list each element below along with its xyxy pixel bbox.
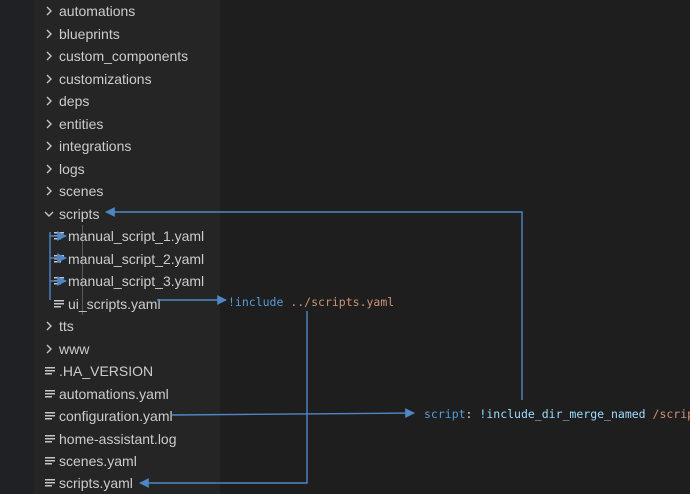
tree-item-label: www — [59, 340, 90, 357]
tree-item-label: manual_script_2.yaml — [68, 250, 205, 267]
tree-item-automations[interactable]: automations — [34, 0, 220, 22]
tree-item-label: blueprints — [59, 25, 120, 42]
include-path: ../scripts.yaml — [290, 295, 395, 309]
merge-annotation: script: !include_dir_merge_named /script… — [424, 407, 690, 421]
tree-item-configuration-yaml[interactable]: configuration.yaml — [34, 405, 220, 427]
merge-keyword: !include_dir_merge_named — [479, 407, 646, 421]
file-lines-icon — [45, 457, 55, 465]
chevron-down-icon — [44, 211, 54, 217]
tree-item-label: entities — [59, 115, 104, 132]
tree-item-label: scripts.yaml — [59, 475, 133, 491]
arrow-include-scripts-yaml — [139, 311, 308, 488]
tree-item-ha-version[interactable]: .HA_VERSION — [34, 360, 220, 382]
chevron-right-icon — [46, 321, 52, 331]
indent-guide — [82, 225, 83, 315]
include-annotation: !include ../scripts.yaml — [228, 295, 394, 309]
tree-item-label: tts — [59, 318, 74, 334]
chevron-right-icon — [46, 164, 52, 173]
file-lines-icon — [45, 434, 55, 442]
tree-item-tts[interactable]: tts — [34, 315, 220, 337]
chevron-right-icon — [46, 141, 52, 151]
tree-item-label: scenes.yaml — [59, 453, 137, 469]
tree-item-label: manual_script_3.yaml — [68, 273, 205, 289]
merge-path: /scripts — [652, 407, 690, 421]
tree-item-label: scripts — [59, 205, 100, 222]
arrow-configuration-merge — [171, 408, 415, 418]
tree-item-automations-yaml[interactable]: automations.yaml — [34, 383, 220, 405]
tree-item-label: logs — [59, 160, 85, 177]
file-lines-icon — [54, 299, 64, 307]
chevron-right-icon — [46, 96, 52, 106]
tree-item-ui-scripts[interactable]: ui_scripts.yaml — [34, 293, 220, 315]
tree-item-label: home-assistant.log — [59, 430, 177, 447]
file-lines-icon — [45, 479, 55, 487]
chevron-right-icon — [46, 6, 52, 16]
tree-item-custom-components[interactable]: custom_components — [34, 45, 220, 67]
tree-item-label: custom_components — [59, 48, 189, 64]
file-lines-icon — [45, 412, 55, 420]
tree-item-scripts-yaml[interactable]: scripts.yaml — [34, 472, 220, 494]
tree-item-logs[interactable]: logs — [34, 158, 220, 180]
chevron-right-icon — [46, 119, 52, 128]
chevron-right-icon — [46, 51, 52, 61]
tree-item-label: scenes — [59, 183, 104, 199]
tree-item-label: customizations — [59, 70, 152, 87]
merge-key: script — [424, 407, 466, 421]
file-explorer: automations blueprints custom_components… — [34, 0, 220, 494]
tree-item-deps[interactable]: deps — [34, 90, 220, 112]
file-lines-icon — [45, 367, 55, 375]
chevron-right-icon — [46, 186, 52, 196]
tree-item-label: manual_script_1.yaml — [68, 228, 205, 244]
chevron-right-icon — [46, 74, 52, 83]
tree-item-integrations[interactable]: integrations — [34, 135, 220, 157]
chevron-right-icon — [46, 29, 52, 38]
tree-item-entities[interactable]: entities — [34, 113, 220, 135]
activity-bar — [0, 0, 34, 494]
tree-item-customizations[interactable]: customizations — [34, 68, 220, 90]
include-keyword: !include — [228, 295, 284, 309]
tree-item-www[interactable]: www — [34, 338, 220, 360]
merge-colon: : — [465, 407, 473, 421]
chevron-right-icon — [46, 344, 52, 353]
tree-item-label: deps — [59, 93, 90, 109]
arrow-merge-scripts-folder — [105, 207, 523, 400]
tree-item-label: automations.yaml — [59, 385, 169, 402]
tree-item-scenes-yaml[interactable]: scenes.yaml — [34, 450, 220, 472]
tree-item-label: automations — [59, 3, 136, 19]
tree-item-label: integrations — [59, 138, 132, 154]
file-lines-icon — [45, 389, 55, 397]
tree-item-label: ui_scripts.yaml — [68, 295, 161, 312]
tree-item-scenes[interactable]: scenes — [34, 180, 220, 202]
tree-item-home-assistant-log[interactable]: home-assistant.log — [34, 428, 220, 450]
tree-item-label: configuration.yaml — [59, 408, 173, 424]
tree-item-label: .HA_VERSION — [59, 363, 154, 379]
tree-item-blueprints[interactable]: blueprints — [34, 23, 220, 45]
tree-item-scripts[interactable]: scripts — [34, 203, 220, 225]
